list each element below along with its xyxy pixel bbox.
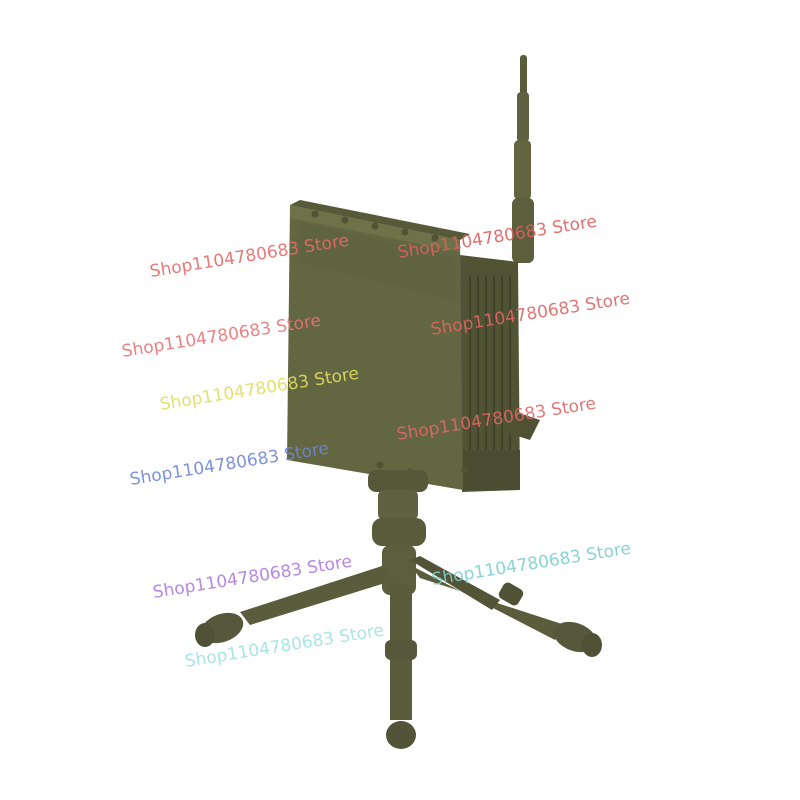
side-panel <box>460 255 540 492</box>
mast <box>368 470 428 595</box>
antenna <box>512 55 534 263</box>
radar-panel <box>287 200 470 490</box>
tripod-legs <box>195 556 602 749</box>
